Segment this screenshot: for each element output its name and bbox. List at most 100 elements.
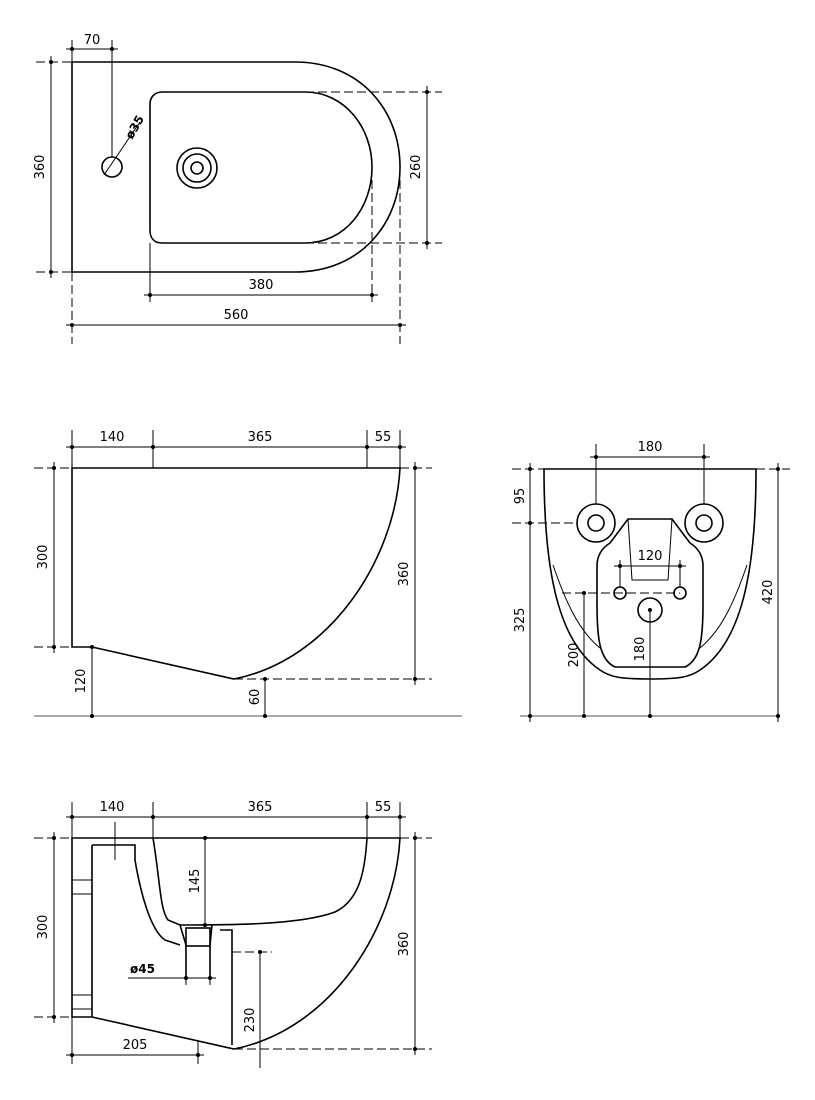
dim-side-tick-1 bbox=[151, 445, 155, 449]
rear-bolt-left-inner bbox=[587, 514, 605, 532]
dim-rear-120-label: 120 bbox=[638, 549, 663, 564]
dim-side-120-tick-b bbox=[90, 714, 94, 718]
dim-sec-tick-0 bbox=[70, 815, 74, 819]
section-drain bbox=[179, 924, 213, 980]
dim-sec-300-label: 300 bbox=[36, 915, 51, 940]
dim-560-tick-l bbox=[70, 323, 74, 327]
dim-side-365-label: 365 bbox=[248, 430, 273, 445]
dim-rear-420-label: 420 bbox=[761, 580, 776, 605]
dim-sec-tick-3 bbox=[398, 815, 402, 819]
dim-side-300-label: 300 bbox=[36, 545, 51, 570]
dim-rear-200-tick-t bbox=[582, 591, 586, 595]
dim-sec-205-tick-l bbox=[70, 1053, 74, 1057]
dim-side-300-tick-t bbox=[52, 466, 56, 470]
dim-560-tick-r bbox=[398, 323, 402, 327]
dim-side-120-tick-t bbox=[90, 645, 94, 649]
dim-rear-120-tick-r bbox=[678, 564, 682, 568]
section-view: 140 365 55 300 360 145 ø45 230 bbox=[34, 800, 432, 1068]
dim-rear-420-tick-b bbox=[776, 714, 780, 718]
dim-rear-95-label: 95 bbox=[513, 488, 528, 505]
dim-260-tick-b bbox=[425, 241, 429, 245]
dim-rear-outlet-tick-t bbox=[648, 608, 652, 612]
dim-side-360-tick-b bbox=[413, 677, 417, 681]
dim-sec-365-label: 365 bbox=[248, 800, 273, 815]
top-view-drain-mid bbox=[182, 153, 212, 183]
dim-sec-300-tick-b bbox=[52, 1015, 56, 1019]
top-view-drain-inner bbox=[190, 161, 204, 175]
dim-sec-tick-1 bbox=[151, 815, 155, 819]
dim-sec-tick-2 bbox=[365, 815, 369, 819]
dim-380-tick-l bbox=[148, 293, 152, 297]
section-pad-top bbox=[71, 879, 93, 895]
dim-sec-45-tick-l bbox=[184, 976, 188, 980]
tap-hole-leader bbox=[103, 121, 141, 176]
dim-560-label: 560 bbox=[224, 308, 249, 323]
dim-sec-55-label: 55 bbox=[375, 800, 392, 815]
dim-side-60-tick-t bbox=[263, 677, 267, 681]
dim-side-60-tick-b bbox=[263, 714, 267, 718]
top-view-drain-outer bbox=[176, 147, 218, 189]
section-bowl bbox=[152, 837, 368, 926]
dim-rear-200-tick-b bbox=[582, 714, 586, 718]
dim-sec-360-tick-b bbox=[413, 1047, 417, 1051]
dim-rear-325-label: 325 bbox=[513, 608, 528, 633]
dim-sec-145-label: 145 bbox=[188, 869, 203, 894]
rear-view-recess bbox=[627, 518, 673, 581]
dim-side-360-tick-t bbox=[413, 466, 417, 470]
rear-view: 180 120 95 325 200 180 bbox=[512, 440, 790, 722]
dim-sec-230-tick-t bbox=[258, 950, 262, 954]
dim-sec-145-tick-t bbox=[203, 836, 207, 840]
dim-sec-145-tick-b bbox=[203, 923, 207, 927]
dim-260-tick-t bbox=[425, 90, 429, 94]
dim-360-tick-t bbox=[49, 60, 53, 64]
side-view: 140 365 55 300 360 120 60 bbox=[34, 430, 462, 718]
dim-70-tick-r bbox=[110, 47, 114, 51]
dim-rear-180-tick-r bbox=[702, 455, 706, 459]
dim-side-120-label: 120 bbox=[74, 669, 89, 694]
dim-sec-45-tick-r bbox=[208, 976, 212, 980]
dim-rear-200-label: 200 bbox=[567, 643, 582, 668]
dim-side-60-label: 60 bbox=[248, 689, 263, 706]
top-view-bowl bbox=[149, 91, 373, 244]
dim-sec-205-tick-r bbox=[196, 1053, 200, 1057]
side-view-outline bbox=[71, 467, 401, 680]
dim-260-label: 260 bbox=[409, 155, 424, 180]
dim-sec-300-tick-t bbox=[52, 836, 56, 840]
section-drain-fitting bbox=[185, 927, 211, 947]
dim-sec-360-tick-t bbox=[413, 836, 417, 840]
dim-side-300-tick-b bbox=[52, 645, 56, 649]
section-inner-wall bbox=[220, 929, 233, 1045]
dim-rear-outlet-label: 180 bbox=[633, 637, 648, 662]
dim-rear-120-tick-l bbox=[618, 564, 622, 568]
dim-70-label: 70 bbox=[84, 33, 101, 48]
rear-view-shield bbox=[596, 518, 704, 668]
dim-rear-95-tick-t bbox=[528, 467, 532, 471]
top-view: ø35 70 360 260 380 560 bbox=[33, 33, 442, 344]
dim-side-140-label: 140 bbox=[100, 430, 125, 445]
dim-side-tick-3 bbox=[398, 445, 402, 449]
dim-side-55-label: 55 bbox=[375, 430, 392, 445]
dim-rear-outlet-tick-b bbox=[648, 714, 652, 718]
dim-sec-45-label: ø45 bbox=[130, 962, 155, 976]
rear-bolt-right-inner bbox=[695, 514, 713, 532]
rear-bolt-right-outer bbox=[684, 503, 724, 543]
dim-sec-230-label: 230 bbox=[243, 1008, 258, 1033]
rear-view-contour-right bbox=[699, 564, 748, 649]
dim-side-tick-2 bbox=[365, 445, 369, 449]
rear-bolt-left-outer bbox=[576, 503, 616, 543]
top-view-outline bbox=[71, 61, 401, 273]
dim-side-360-label: 360 bbox=[397, 562, 412, 587]
section-rear-channel bbox=[91, 844, 181, 1017]
dim-sec-360-label: 360 bbox=[397, 932, 412, 957]
dim-sec-205-label: 205 bbox=[123, 1038, 148, 1053]
dim-rear-180-label: 180 bbox=[638, 440, 663, 455]
dim-360-tick-b bbox=[49, 270, 53, 274]
tap-hole-diameter-label: ø35 bbox=[122, 113, 147, 142]
section-outer bbox=[71, 837, 401, 1050]
dim-sec-140-label: 140 bbox=[100, 800, 125, 815]
dim-rear-325-tick-b bbox=[528, 714, 532, 718]
dim-rear-180-tick-l bbox=[594, 455, 598, 459]
dim-380-label: 380 bbox=[249, 278, 274, 293]
section-pad-bottom bbox=[71, 994, 93, 1010]
